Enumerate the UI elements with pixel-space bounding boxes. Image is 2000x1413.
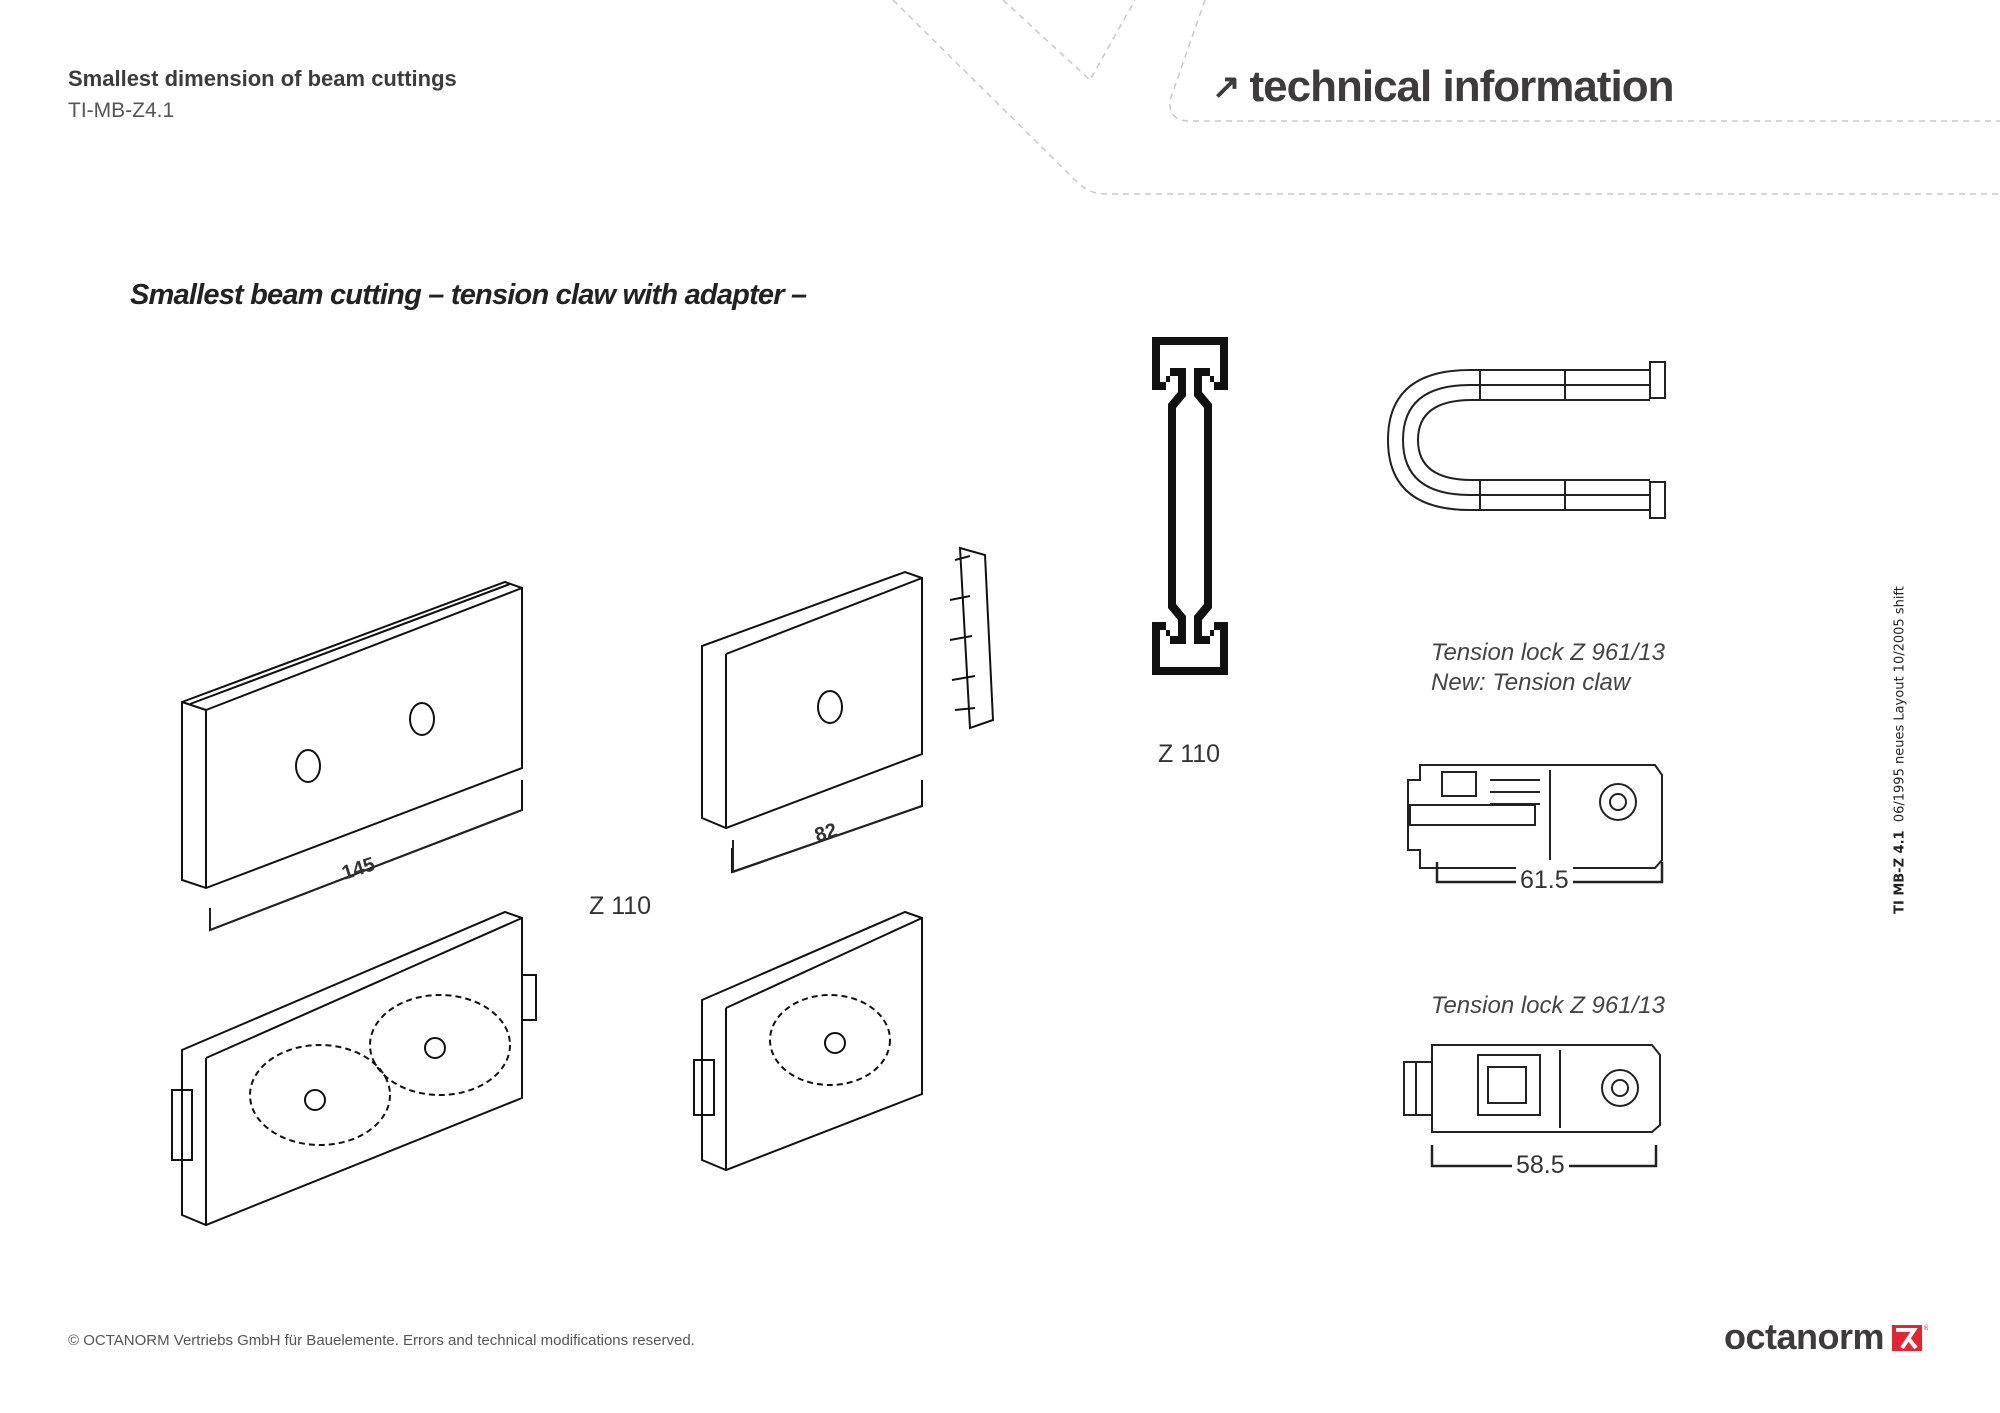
- dimension-61-5: 61.5: [1516, 866, 1573, 895]
- profile-label-right: Z 110: [1158, 740, 1221, 768]
- tension-claw-top-view: [1407, 764, 1664, 884]
- header-frame: [892, 0, 2000, 195]
- tension-lock-caption: Tension lock Z 961/13: [1431, 992, 1665, 1019]
- octanorm-logo: octanorm ®: [1724, 1316, 1928, 1358]
- beam-long-assembled-drawing: [171, 910, 537, 1227]
- dimension-lines: [209, 805, 923, 932]
- tension-lock-top-view: [1403, 1044, 1661, 1168]
- profile-label-center: Z 110: [589, 892, 652, 920]
- octanorm-mark-icon: ®: [1892, 1324, 1928, 1351]
- beam-short-assembled-drawing: [693, 910, 923, 1172]
- document-code: TI-MB-Z4.1: [68, 99, 175, 122]
- tension-claw-caption-line1: Tension lock Z 961/13: [1431, 639, 1665, 666]
- section-label-text: technical information: [1249, 62, 1675, 111]
- arrow-up-right-icon: ↗: [1212, 68, 1240, 106]
- tension-claw-caption: Tension lock Z 961/13 New: Tension claw: [1431, 638, 1665, 698]
- svg-text:®: ®: [1923, 1324, 1928, 1332]
- side-note: TI MB-Z 4.1 06/1995 neues Layout 10/2005…: [1893, 586, 1908, 914]
- section-label: ↗ technical information: [1212, 62, 1675, 112]
- document-title: Smallest dimension of beam cuttings: [68, 66, 457, 91]
- beam-short-drawing: [701, 546, 995, 874]
- profile-z110-section: [1152, 337, 1228, 675]
- footer-copyright: © OCTANORM Vertriebs GmbH für Bauelement…: [68, 1332, 695, 1349]
- logo-wordmark: octanorm: [1724, 1316, 1885, 1357]
- tension-claw-u-drawing: [1386, 361, 1666, 519]
- side-note-code: TI MB-Z 4.1: [1892, 830, 1908, 914]
- tension-claw-caption-line2: New: Tension claw: [1431, 669, 1631, 696]
- section-heading: Smallest beam cutting – tension claw wit…: [130, 279, 807, 311]
- side-note-text: 06/1995 neues Layout 10/2005 shift: [1892, 586, 1908, 823]
- dimension-58-5: 58.5: [1512, 1151, 1569, 1180]
